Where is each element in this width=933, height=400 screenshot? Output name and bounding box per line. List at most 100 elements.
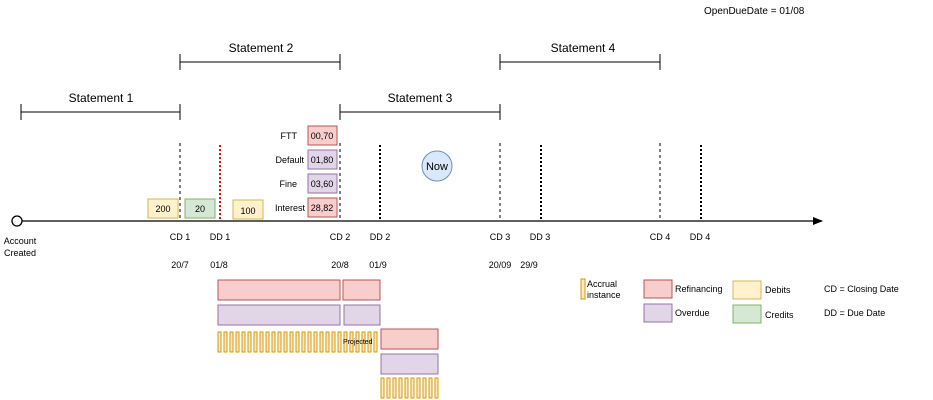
projected-overdue-bar: [380, 353, 439, 375]
statement-4-label: Statement 4: [551, 41, 616, 55]
statement-3-span: Statement 3: [339, 91, 501, 120]
charge-value: 01,80: [311, 155, 334, 165]
dd-1-label: DD 1: [210, 232, 231, 242]
refinancing-period-2-bar: [342, 279, 381, 301]
legend-overdue-swatch: [643, 303, 673, 323]
accrual-instance-tick: [410, 377, 415, 399]
accrual-instance-tick: [229, 331, 234, 353]
legend-closing-date-note: CD = Closing Date: [824, 284, 899, 294]
dd-3-date: 29/9: [520, 260, 538, 270]
cd-3-date: 20/09: [489, 260, 512, 270]
accrual-instance-tick: [398, 377, 403, 399]
charge-fine: Fine 03,60: [279, 173, 338, 194]
accrual-instance-tick: [386, 377, 391, 399]
cd-4-label: CD 4: [650, 232, 671, 242]
accrual-instance-tick: [373, 331, 378, 353]
accrual-instance-tick: [416, 377, 421, 399]
accrual-instance-tick: [392, 377, 397, 399]
account-created-dot: [11, 215, 23, 227]
accrual-instance-tick: [361, 331, 366, 353]
legend-refinancing-swatch: [643, 279, 673, 299]
accrual-instances-row-1: [217, 331, 378, 353]
legend-accrual-label-line2: instance: [587, 290, 621, 300]
accrual-instance-tick: [343, 331, 348, 353]
dd-2-date: 01/9: [369, 260, 387, 270]
cd-2-date: 20/8: [331, 260, 349, 270]
account-created-label-line1: Account: [4, 236, 37, 246]
statement-3-label: Statement 3: [388, 91, 453, 105]
dd-3-label: DD 3: [530, 232, 551, 242]
overdue-period-1-bar: [217, 304, 341, 326]
accrual-instance-tick: [404, 377, 409, 399]
cd-2-label: CD 2: [330, 232, 351, 242]
accrual-instance-tick: [235, 331, 240, 353]
accrual-instance-tick: [319, 331, 324, 353]
legend-refinancing-label: Refinancing: [675, 284, 723, 294]
accrual-instance-tick: [295, 331, 300, 353]
cd-1-date: 20/7: [171, 260, 189, 270]
accrual-instance-tick: [289, 331, 294, 353]
accrual-instance-tick: [428, 377, 433, 399]
accrual-instance-tick: [367, 331, 372, 353]
transaction-value: 100: [240, 206, 255, 216]
transaction-debit-200: 200: [147, 198, 179, 219]
open-due-date-note: OpenDueDate = 01/08: [704, 6, 805, 17]
accrual-instance-tick: [259, 331, 264, 353]
accrual-instance-tick: [277, 331, 282, 353]
accrual-instance-tick: [301, 331, 306, 353]
transaction-debit-100: 100: [232, 199, 264, 220]
dd-4-label: DD 4: [690, 232, 711, 242]
legend-accrual-swatch: [580, 278, 586, 300]
accrual-instance-tick: [434, 377, 439, 399]
legend-due-date-note: DD = Due Date: [824, 308, 885, 318]
transaction-value: 20: [195, 204, 205, 214]
accrual-instance-tick: [283, 331, 288, 353]
accrual-instance-tick: [307, 331, 312, 353]
legend: Accrual instance Refinancing Overdue Deb…: [580, 278, 899, 324]
accrual-instance-tick: [313, 331, 318, 353]
statement-1-span: Statement 1: [20, 91, 181, 120]
legend-overdue-label: Overdue: [675, 308, 710, 318]
accrual-instance-tick: [265, 331, 270, 353]
charge-label: Interest: [275, 203, 306, 213]
statement-4-span: Statement 4: [499, 41, 661, 70]
now-label: Now: [426, 161, 448, 173]
legend-credits-label: Credits: [765, 310, 794, 320]
charge-value: 03,60: [311, 179, 334, 189]
accrual-instance-tick: [247, 331, 252, 353]
legend-accrual-label-line1: Accrual: [587, 279, 617, 289]
statement-2-span: Statement 2: [179, 41, 341, 70]
legend-credits-swatch: [732, 304, 762, 324]
charge-default: Default 01,80: [275, 149, 338, 170]
statement-1-label: Statement 1: [69, 91, 134, 105]
account-created-label-line2: Created: [4, 248, 36, 258]
transaction-value: 200: [155, 204, 170, 214]
accrual-instance-tick: [271, 331, 276, 353]
statement-2-label: Statement 2: [229, 41, 294, 55]
charge-label: Fine: [279, 179, 297, 189]
charge-value: 00,70: [311, 131, 334, 141]
accrual-instances-row-2: [380, 377, 439, 399]
overdue-period-2-bar: [343, 304, 381, 326]
now-indicator: [421, 150, 453, 182]
accrual-instance-tick: [223, 331, 228, 353]
charge-value: 28,82: [311, 203, 334, 213]
accrual-instance-tick: [241, 331, 246, 353]
dd-1-date: 01/8: [210, 260, 228, 270]
charge-label: FTT: [281, 131, 298, 141]
charge-ftt: FTT 00,70: [281, 125, 338, 146]
accrual-instance-tick: [217, 331, 222, 353]
charge-interest: Interest 28,82: [275, 197, 338, 218]
cd-1-label: CD 1: [170, 232, 191, 242]
accrual-instance-tick: [355, 331, 360, 353]
accrual-instance-tick: [325, 331, 330, 353]
accrual-instance-tick: [337, 331, 342, 353]
accrual-instance-tick: [253, 331, 258, 353]
legend-debits-label: Debits: [765, 285, 791, 295]
legend-debits-swatch: [732, 280, 762, 300]
charge-label: Default: [275, 155, 304, 165]
dd-2-label: DD 2: [370, 232, 391, 242]
accrual-instance-tick: [380, 377, 385, 399]
cd-3-label: CD 3: [490, 232, 511, 242]
